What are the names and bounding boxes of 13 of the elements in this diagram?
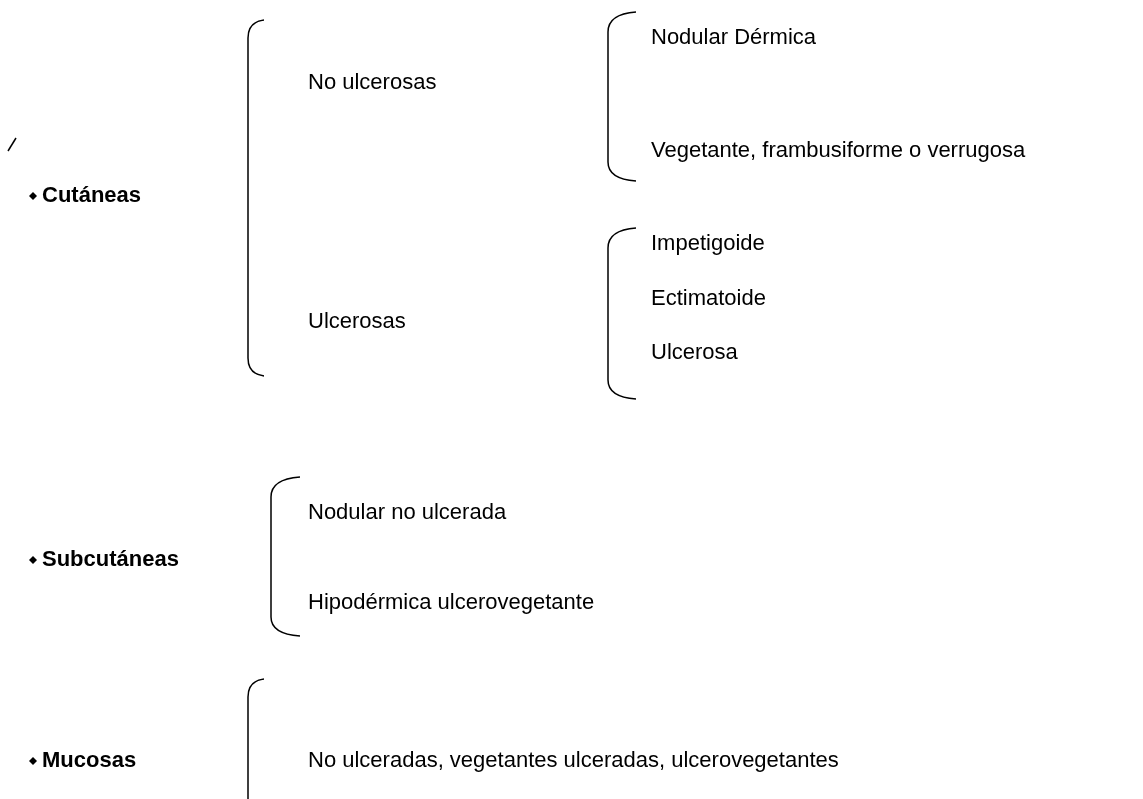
category-heading: Cutáneas bbox=[42, 182, 142, 208]
category-heading: Mucosas bbox=[42, 747, 137, 773]
category-item: Ulcerosa bbox=[651, 339, 738, 365]
category-item: Vegetante, frambusiforme o verrugosa bbox=[651, 137, 1026, 163]
category-item: Hipodérmica ulcerovegetante bbox=[308, 589, 595, 615]
category-heading: Subcutáneas bbox=[42, 546, 179, 572]
category-item: Nodular no ulcerada bbox=[308, 499, 507, 525]
category-item: Impetigoide bbox=[651, 230, 765, 256]
category-item: Ectimatoide bbox=[651, 285, 766, 311]
category-item: Nodular Dérmica bbox=[651, 24, 817, 50]
category-item: No ulcerosas bbox=[308, 69, 437, 95]
category-item: Ulcerosas bbox=[308, 308, 406, 334]
category-item: No ulceradas, vegetantes ulceradas, ulcerovegetantes bbox=[308, 747, 839, 773]
